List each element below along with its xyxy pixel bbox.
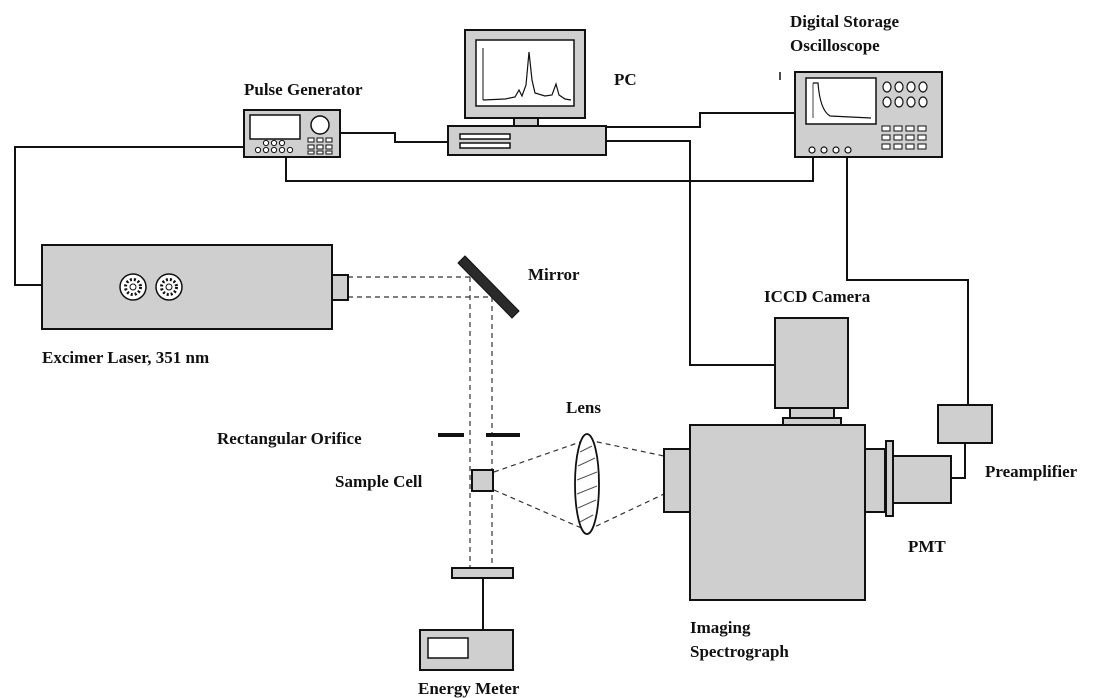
beam-paths [348,276,665,568]
wire-oscilloscope-preamp [846,157,969,405]
excimer-laser-body [41,244,333,330]
pmt-flange [885,440,894,517]
wire-pc-iccd [606,140,775,366]
orifice-right-plate [486,433,520,437]
digital-storage-oscilloscope: Digital Storage Oscilloscope [779,12,943,158]
excimer-laser: Excimer Laser, 351 nm [41,244,349,367]
sample-cell: Sample Cell [335,469,494,492]
wire-pulsegen-oscilloscope [285,157,814,182]
sample-cell-cuvette [471,469,494,492]
spectrograph-exit-port [864,448,886,513]
mirror: Mirror [457,255,580,319]
pulse-generator-knob [310,115,330,135]
pc: PC [447,29,637,156]
rectangular-orifice-label: Rectangular Orifice [217,429,362,448]
iccd-camera-neck [789,407,835,419]
oscilloscope-inputs [808,146,852,154]
pmt-tube [892,455,952,504]
oscilloscope-buttons [881,125,927,150]
laser-fan-icon [155,273,183,301]
preamplifier-body [937,404,993,444]
pmt-label: PMT [908,537,946,556]
iccd-camera: ICCD Camera [764,287,871,426]
energy-meter-display [427,637,469,659]
spectrograph-body [689,424,866,601]
iccd-camera-flange [782,417,842,426]
sample-cell-label: Sample Cell [335,472,423,491]
wire-preamp-pmt [951,442,966,479]
lens-hatching [576,445,598,523]
wire-pulsegen-laser [14,146,245,286]
iccd-camera-label: ICCD Camera [764,287,871,306]
pulse-generator-buttons [254,139,294,154]
pc-drive-1 [459,133,511,140]
pulse-generator-label: Pulse Generator [244,80,363,99]
iccd-camera-head [774,317,849,409]
wire-pc-oscilloscope [606,112,795,128]
oscilloscope-label-line1: Digital Storage [790,12,900,31]
pc-case [447,125,607,156]
preamplifier: Preamplifier [937,404,1078,481]
pc-monitor-screen [475,39,575,107]
preamplifier-label: Preamplifier [985,462,1078,481]
pc-label: PC [614,70,637,89]
excimer-laser-label: Excimer Laser, 351 nm [42,348,209,367]
rectangular-orifice: Rectangular Orifice [217,429,520,448]
pc-monitor-stand [513,117,539,127]
pulse-generator: Pulse Generator [243,80,363,158]
spectrograph-entrance-slit [663,448,691,513]
mirror-label: Mirror [528,265,580,284]
lens-label: Lens [566,398,601,417]
wire-pulsegen-pc [340,132,450,143]
spectrograph-label-line1: Imaging [690,618,751,637]
focus-ray-bottom [587,493,665,531]
pc-drive-2 [459,142,511,149]
pulse-generator-keypad [307,137,333,155]
spectrograph-label-line2: Spectrograph [690,642,789,661]
collection-ray-bottom [493,489,587,531]
oscilloscope-knobs [882,81,928,108]
pulse-generator-screen [249,114,301,140]
pc-spectrum-trace [482,51,572,101]
collection-ray-top [493,439,587,473]
pmt: PMT [885,440,952,556]
energy-meter: Energy Meter [418,567,520,698]
oscilloscope-decay-trace [813,82,872,119]
signal-wires [14,112,969,630]
focus-ray-top [587,439,665,457]
excimer-laser-aperture [331,274,349,301]
laser-fan-icon [119,273,147,301]
energy-meter-label: Energy Meter [418,679,520,698]
mirror-element [457,255,520,319]
imaging-spectrograph: Imaging Spectrograph [663,424,886,661]
oscilloscope-label-line2: Oscilloscope [790,36,880,55]
lens: Lens [566,398,601,535]
orifice-left-plate [438,433,464,437]
beam-dump-plate [451,567,514,579]
